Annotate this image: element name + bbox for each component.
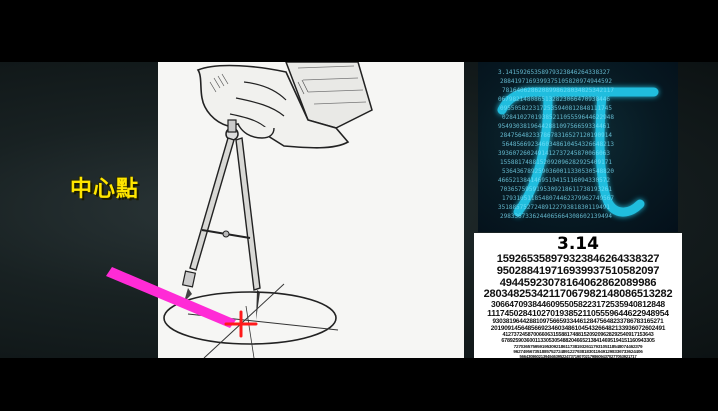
center-point-label: 中心點	[70, 171, 139, 203]
pointer-arrow	[106, 267, 236, 328]
center-cross-mark	[226, 312, 256, 336]
annotation-overlay	[0, 62, 718, 358]
